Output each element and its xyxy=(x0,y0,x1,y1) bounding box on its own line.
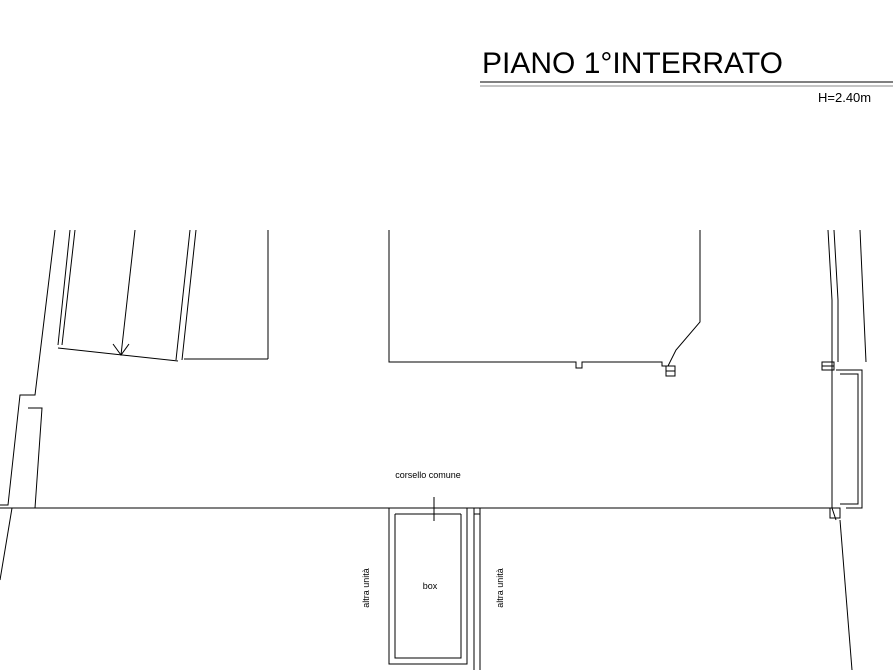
box-outer xyxy=(388,508,468,665)
other-unit-right-label: altra unità xyxy=(495,568,505,608)
ramp-edge-3 xyxy=(181,229,197,361)
corridor-label: corsello comune xyxy=(395,470,461,480)
central-block xyxy=(388,230,701,369)
right-wall-inner xyxy=(833,229,839,362)
left-inner-wall xyxy=(61,229,76,346)
unit-divider-cap xyxy=(473,507,481,515)
box-inner xyxy=(394,514,462,659)
left-lower-wall xyxy=(0,507,13,581)
left-niche xyxy=(28,407,43,509)
plan-title: PIANO 1°INTERRATO xyxy=(482,47,783,80)
other-unit-left-label: altra unità xyxy=(361,568,371,608)
ramp-edge-2 xyxy=(175,229,191,361)
ramp-edge-1 xyxy=(120,229,136,356)
left-inner-wall-2 xyxy=(57,229,71,346)
box-label: box xyxy=(423,581,438,591)
left-outer-wall xyxy=(0,229,56,506)
right-wall-far xyxy=(859,229,867,363)
ramp-bottom xyxy=(57,347,179,362)
ceiling-height-label: H=2.40m xyxy=(818,90,872,105)
right-lower-wall-2 xyxy=(845,519,859,670)
right-pillar-2 xyxy=(829,507,841,519)
right-lower-wall xyxy=(839,519,853,670)
right-corridor-wall-2 xyxy=(840,373,859,505)
ramp-arrow-icon xyxy=(112,343,130,356)
right-wall-outer xyxy=(827,229,837,521)
right-corridor-wall xyxy=(836,369,863,509)
